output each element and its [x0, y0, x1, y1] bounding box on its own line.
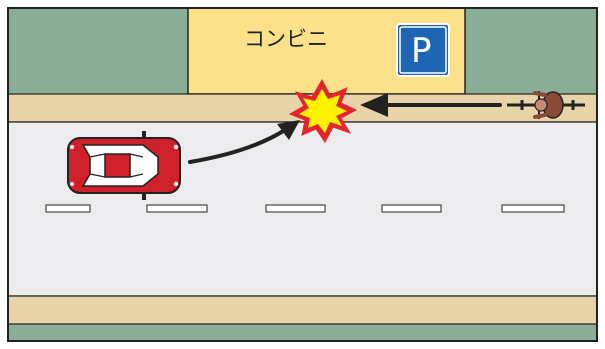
bicycle-rider-topdown-icon [507, 91, 585, 119]
car-path-arrow [188, 120, 300, 164]
lane-dash [381, 204, 442, 213]
parking-sign-icon: P [396, 23, 450, 77]
store-label: コンビニ [244, 27, 328, 51]
lane-dash [501, 204, 565, 213]
lane-dash [45, 204, 91, 213]
lane-markings [45, 204, 565, 213]
collision-burst-icon [288, 78, 358, 143]
parking-letter: P [411, 31, 432, 71]
car-topdown-icon [67, 131, 181, 200]
diagram-frame [7, 7, 598, 342]
sidewalk-bottom [7, 295, 598, 325]
lane-dash [146, 204, 208, 213]
lane-dash [265, 204, 326, 213]
bicycle-path-arrow [360, 93, 502, 117]
